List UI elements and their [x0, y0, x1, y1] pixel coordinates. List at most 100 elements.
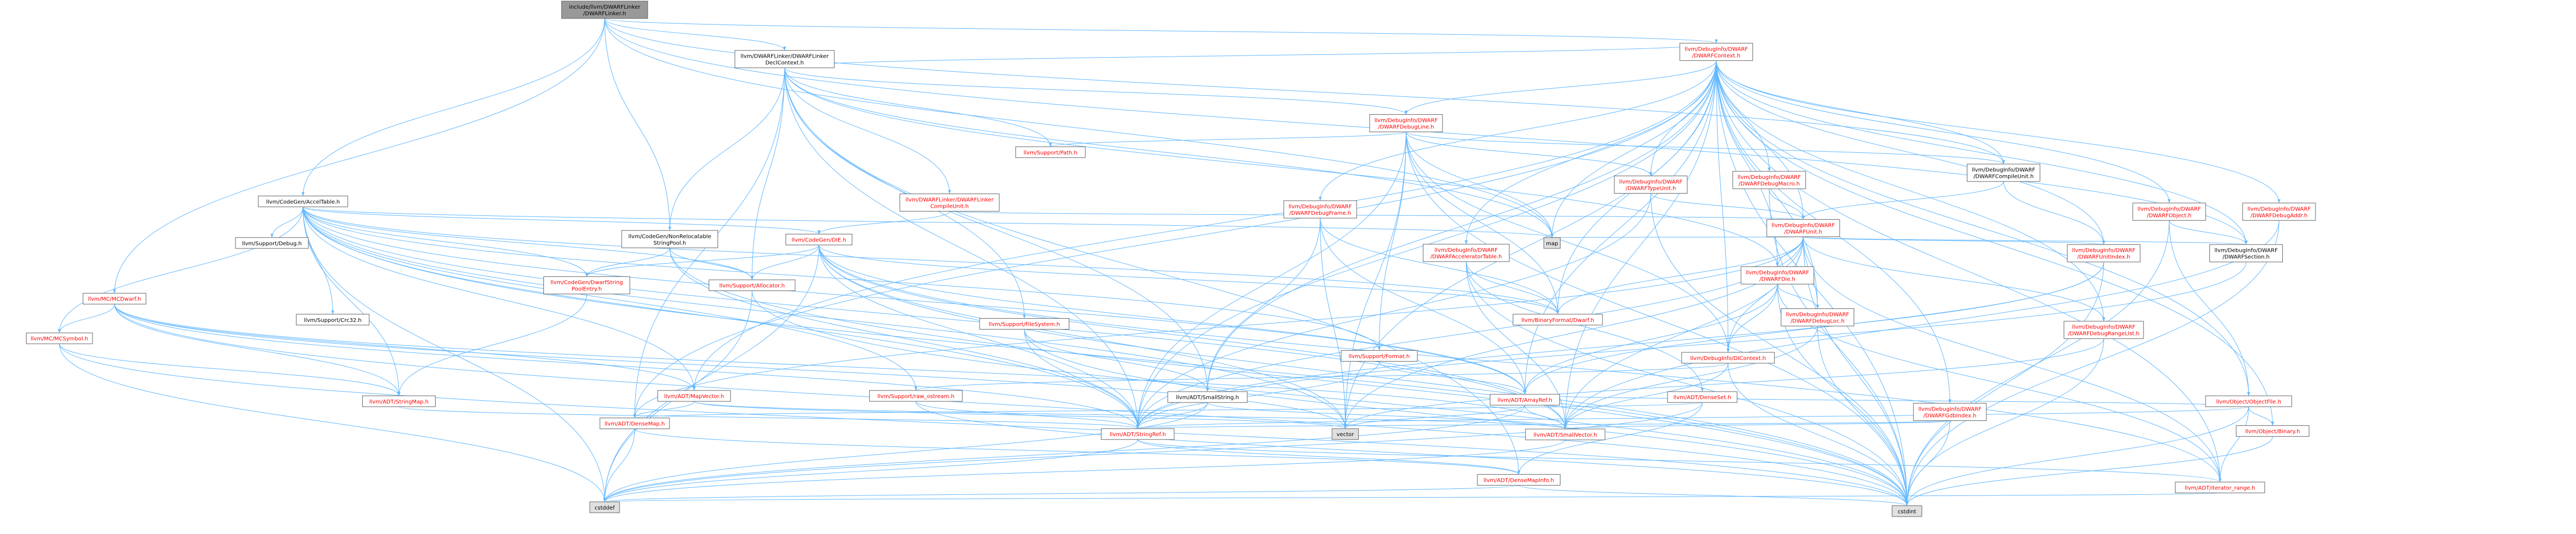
node-dwaccel[interactable]: llvm/DebugInfo/DWARF/DWARFAcceleratorTab… [1422, 244, 1510, 262]
node-dwcompileunit[interactable]: llvm/DebugInfo/DWARF/DWARFCompileUnit.h [1967, 164, 2041, 182]
node-stringmap[interactable]: llvm/ADT/StringMap.h [362, 395, 436, 407]
edge-objectfile-iterrange [2218, 406, 2249, 482]
node-root[interactable]: include/llvm/DWARFLinker/DWARFLinker.h [561, 1, 648, 19]
node-smallvector[interactable]: llvm/ADT/SmallVector.h [1525, 429, 1606, 440]
node-typeunit[interactable]: llvm/DebugInfo/DWARF/DWARFTypeUnit.h [1614, 175, 1688, 194]
edge-rawostream-cstdint [915, 401, 1909, 506]
node-densemap[interactable]: llvm/ADT/DenseMap.h [599, 418, 670, 430]
node-filesystem[interactable]: llvm/Support/FileSystem.h [979, 318, 1069, 330]
node-objectfile[interactable]: llvm/Object/ObjectFile.h [2205, 395, 2292, 407]
edge-dwarfcontext-arrayref [1523, 60, 1717, 395]
edge-dwaccel-cstdint [1466, 262, 1909, 506]
node-box [1332, 428, 1359, 440]
node-debugaddr[interactable]: llvm/DebugInfo/DWARF/DWARFDebugAddr.h [2242, 202, 2316, 221]
node-stringref[interactable]: llvm/ADT/StringRef.h [1101, 428, 1175, 440]
node-map: map [1543, 237, 1561, 249]
node-mcdwarf[interactable]: llvm/MC/MCDwarf.h [83, 293, 146, 305]
node-denseset[interactable]: llvm/ADT/DenseSet.h [1667, 391, 1738, 403]
node-debugline[interactable]: llvm/DebugInfo/DWARF/DWARFDebugLine.h [1369, 114, 1443, 133]
edge-declcontext-dwdie [784, 67, 1779, 267]
node-box [2175, 481, 2265, 493]
edge-smallvector-cstddef [603, 439, 1566, 502]
edge-filesystem-cstdint [1024, 329, 1909, 506]
node-box [899, 193, 1000, 212]
edge-declcontext-debugline [784, 67, 1408, 115]
node-box [621, 230, 719, 249]
node-compileunit[interactable]: llvm/DWARFLinker/DWARFLinkerCompileUnit.… [899, 193, 1000, 212]
node-mcsymbol[interactable]: llvm/MC/MCSymbol.h [26, 332, 93, 344]
node-rangelist[interactable]: llvm/DebugInfo/DWARF/DWARFDebugRangeList… [2064, 321, 2144, 339]
node-gdbindex[interactable]: llvm/DebugInfo/DWARF/DWARFGdbIndex.h [1913, 403, 1987, 421]
node-box [2205, 395, 2292, 407]
edge-rangelist-vector [1343, 338, 2104, 429]
edge-dwobject-dwsection [2169, 220, 2248, 245]
node-declcontext[interactable]: llvm/DWARFLinker/DWARFLinkerDeclContext.… [734, 50, 835, 69]
node-dwunit[interactable]: llvm/DebugInfo/DWARF/DWARFUnit.h [1766, 219, 1840, 237]
node-label: /DWARFDebugLine.h [1378, 125, 1434, 131]
edge-densemapinfo-cstddef [603, 485, 1519, 502]
node-debugframe[interactable]: llvm/DebugInfo/DWARF/DWARFDebugFrame.h [1283, 200, 1357, 219]
node-dwdie[interactable]: llvm/DebugInfo/DWARF/DWARFDie.h [1741, 266, 1815, 284]
node-box [1732, 171, 1806, 189]
node-label: llvm/DebugInfo/DWARF [1746, 270, 1810, 276]
node-unitindex[interactable]: llvm/DebugInfo/DWARF/DWARFUnitIndex.h [2067, 244, 2141, 263]
node-mapvector[interactable]: llvm/ADT/MapVector.h [657, 390, 731, 402]
node-accel[interactable]: llvm/CodeGen/AccelTable.h [258, 195, 348, 207]
edge-accel-mcsymbol [58, 207, 304, 333]
node-smallstring[interactable]: llvm/ADT/SmallString.h [1167, 391, 1248, 403]
node-box [2067, 244, 2141, 263]
node-debugmacro[interactable]: llvm/DebugInfo/DWARF/DWARFDebugMacro.h [1732, 171, 1806, 189]
edge-debugline-map [1405, 132, 1554, 238]
edge-dwarfcontext-rangelist [1716, 60, 2106, 321]
edge-declcontext-nonreloc [668, 67, 785, 231]
edge-debugline-path [1049, 132, 1407, 147]
node-label: llvm/CodeGen/DwarfString [550, 280, 623, 286]
edge-accel-format [302, 207, 1381, 351]
node-box [1422, 244, 1510, 262]
edge-dwarfcontext-dwcompileunit [1716, 60, 2005, 164]
edge-densemap-cstddef [603, 429, 635, 502]
edge-rawostream-stringref [915, 401, 1140, 429]
node-die[interactable]: llvm/CodeGen/DIE.h [785, 233, 853, 245]
edge-die-iterrange [819, 245, 2222, 482]
edge-dwarfcontext-debugaddr [1716, 60, 2281, 203]
node-dwarfcontext[interactable]: llvm/DebugInfo/DWARF/DWARFContext.h [1679, 42, 1753, 61]
edge-compileunit-dwunit [949, 210, 1804, 220]
edge-mapvector-densemap [633, 401, 695, 418]
edge-dwarfcontext-smallvector [1563, 60, 1717, 429]
node-rawostream[interactable]: llvm/Support/raw_ostream.h [869, 390, 963, 402]
node-label: llvm/ADT/iterator_range.h [2185, 485, 2255, 491]
node-label: llvm/ADT/MapVector.h [664, 394, 724, 400]
edge-dwdie-debuglist [1777, 284, 1819, 309]
node-supportdebug[interactable]: llvm/Support/Debug.h [235, 237, 309, 249]
node-debuglist[interactable]: llvm/DebugInfo/DWARF/DWARFDebugLoc.h [1781, 308, 1855, 327]
node-label: /DWARFContext.h [1692, 53, 1741, 59]
edge-root-map [604, 18, 1554, 238]
edge-debugline-dwcompileunit [1405, 132, 2005, 165]
edge-accel-cstdint [302, 207, 1909, 506]
node-dicontext[interactable]: llvm/DebugInfo/DIContext.h [1681, 352, 1775, 364]
node-label: llvm/DebugInfo/DWARF [1972, 167, 2035, 173]
node-iterrange[interactable]: llvm/ADT/iterator_range.h [2175, 481, 2265, 493]
node-label: llvm/Support/Debug.h [242, 241, 302, 247]
edge-filesystem-smallstring [1024, 329, 1209, 392]
node-path[interactable]: llvm/Support/Path.h [1015, 146, 1086, 158]
node-label: llvm/DebugInfo/DWARF [1374, 118, 1438, 124]
edge-nonreloc-cstdint [669, 247, 1909, 506]
node-format[interactable]: llvm/Support/Format.h [1341, 350, 1418, 362]
node-arrayref[interactable]: llvm/ADT/ArrayRef.h [1489, 394, 1560, 406]
node-allocator[interactable]: llvm/Support/Allocator.h [708, 280, 796, 291]
edge-stringref-cstddef [603, 439, 1138, 502]
edge-dwdie-dicontext [1726, 284, 1778, 352]
node-label: /DWARFDebugMacro.h [1738, 181, 1799, 187]
node-dwobject[interactable]: llvm/DebugInfo/DWARF/DWARFObject.h [2132, 202, 2206, 221]
node-binformat[interactable]: llvm/BinaryFormat/Dwarf.h [1513, 314, 1603, 326]
edge-dwunit-dwsection [1803, 236, 2247, 245]
node-dwsection[interactable]: llvm/DebugInfo/DWARF/DWARFSection.h [2209, 244, 2283, 263]
node-binary[interactable]: llvm/Object/Binary.h [2236, 425, 2309, 437]
node-crc[interactable]: llvm/Support/Crc32.h [296, 314, 370, 326]
node-label: llvm/CodeGen/NonRelocatable [628, 234, 711, 240]
node-densemapinfo[interactable]: llvm/ADT/DenseMapInfo.h [1477, 474, 1561, 486]
